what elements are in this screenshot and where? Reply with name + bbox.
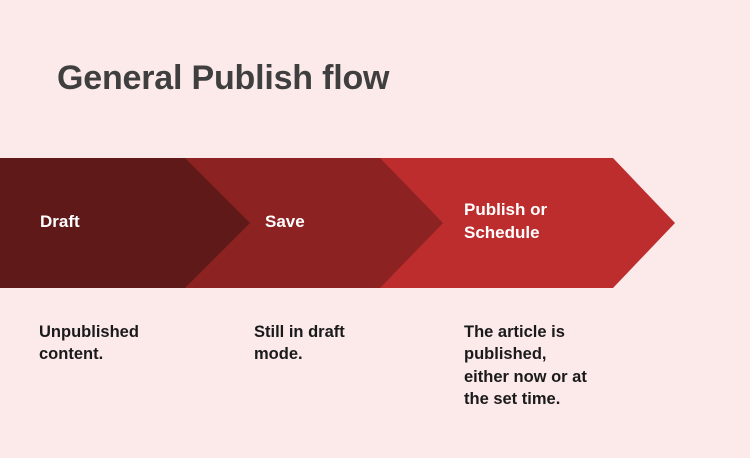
chevron-step-3-caption: The article is published, either now or …: [464, 323, 587, 408]
chevron-step-3-label: Publish or Schedule: [464, 200, 548, 242]
chevron-step-2-label: Save: [265, 212, 305, 231]
chevron-flow-band: [0, 158, 750, 288]
page-title: General Publish flow: [57, 59, 390, 97]
chevron-step-1-caption: Unpublished content.: [39, 323, 139, 364]
chevron-step-2-caption: Still in draft mode.: [254, 323, 345, 364]
chevron-step-1-label: Draft: [40, 212, 80, 231]
